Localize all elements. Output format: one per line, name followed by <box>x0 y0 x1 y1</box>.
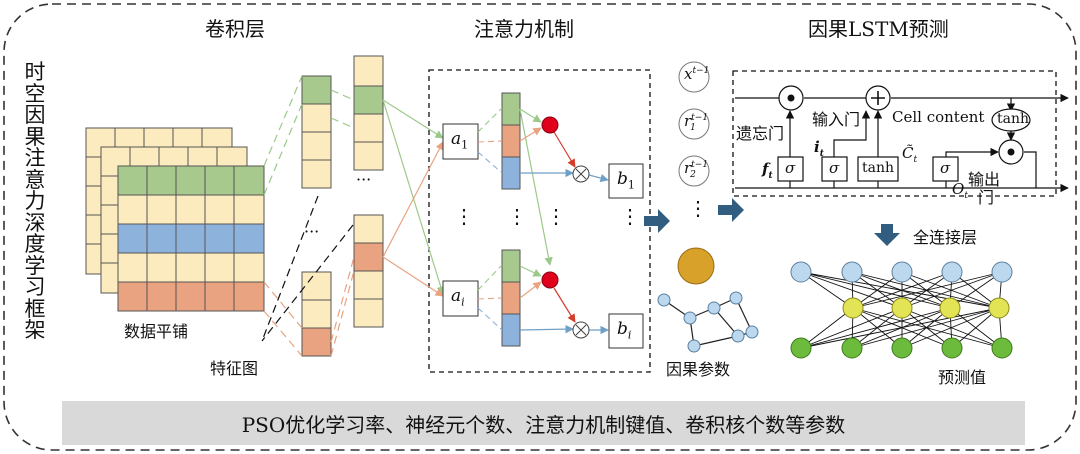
i-t-label: it <box>814 138 824 159</box>
attention-vector-top <box>501 92 521 190</box>
sigma-forget: σ <box>785 159 796 177</box>
red-node-top <box>541 116 559 134</box>
pso-banner: PSO优化学习率、神经元个数、注意力机制键值、卷积核个数等参数 <box>62 401 1025 445</box>
dense-input-layer <box>790 261 1013 283</box>
a-to-vector-links <box>477 107 503 331</box>
feature-to-attention-arrows <box>382 99 445 297</box>
conv-section-title: 卷积层 <box>205 17 265 41</box>
lstm-wiring <box>735 93 1069 193</box>
prediction-label: 预测值 <box>938 368 987 387</box>
bi-box <box>608 313 644 349</box>
a1-label: a1 <box>451 129 469 152</box>
dense-edges <box>800 271 1003 349</box>
tanh-box <box>857 156 899 182</box>
r2-node-label: rt−12 <box>684 159 709 180</box>
data-tiling-label: 数据平铺 <box>124 322 189 341</box>
x-node-label: xt−1 <box>684 65 710 83</box>
red-node-bottom <box>541 271 559 289</box>
c-t-label: C̃t <box>902 144 918 165</box>
block-arrow-2 <box>718 198 744 222</box>
dense-network <box>790 261 1013 359</box>
o-t-label: Ot <box>952 180 968 201</box>
gold-node <box>677 247 715 285</box>
sigma-forget-box <box>777 156 804 182</box>
attention-vdots-3: ⋮ <box>546 204 566 228</box>
feature-map-col-1 <box>301 75 332 357</box>
x-node <box>678 61 710 93</box>
forget-gate-label: 遗忘门 <box>736 124 785 143</box>
pso-banner-text: PSO优化学习率、神经元个数、注意力机制键值、卷积核个数等参数 <box>241 413 846 437</box>
attention-vector-bottom <box>501 249 521 347</box>
attention-vdots-4: ⋮ <box>620 204 640 228</box>
dense-hidden-layer <box>842 297 1010 319</box>
block-arrow-1 <box>644 209 670 233</box>
data-stack <box>85 127 265 312</box>
tanh-ellipse <box>991 108 1031 132</box>
block-arrow-down <box>874 224 900 246</box>
output-gate-label-2: 门 <box>978 188 995 207</box>
tanh-top-label: tanh <box>997 111 1030 127</box>
f-t-label: ft <box>762 160 773 181</box>
b1-box <box>608 163 644 199</box>
attention-flow <box>519 108 609 335</box>
r1-node <box>678 108 710 140</box>
r2-node <box>678 155 710 187</box>
sigma-output: σ <box>940 159 951 177</box>
cell-content-label: Cell content <box>892 108 985 126</box>
causal-vdots: ⋮ <box>688 196 708 220</box>
attention-section-title: 注意力机制 <box>474 17 574 41</box>
feature-map-label: 特征图 <box>210 359 259 378</box>
causal-params-label: 因果参数 <box>666 360 731 379</box>
sigma-input-box <box>821 156 848 182</box>
causal-graph <box>657 291 759 353</box>
tanh-box-label: tanh <box>862 160 895 176</box>
data-layer-front <box>117 165 265 312</box>
ai-label: ai <box>451 286 465 309</box>
bi-label: bi <box>617 319 632 342</box>
feature-map-col-2 <box>353 55 384 328</box>
attention-vdots-1: ⋮ <box>454 204 474 228</box>
conv-ellipsis-1: ··· <box>304 222 320 241</box>
conv-ellipsis-2: ··· <box>356 170 372 189</box>
r1-node-label: rt−11 <box>684 112 709 133</box>
sigma-input: σ <box>829 159 840 177</box>
sigma-output-box <box>932 156 959 182</box>
lstm-section-title: 因果LSTM预测 <box>808 17 949 41</box>
b1-label: b1 <box>617 169 635 192</box>
input-gate-label: 输入门 <box>812 110 861 129</box>
attention-vdots-2: ⋮ <box>507 204 527 228</box>
output-gate-label-1: 输出 <box>968 170 1001 189</box>
dense-layer-label: 全连接层 <box>913 228 978 247</box>
conv-connectors <box>261 75 355 357</box>
outer-frame <box>3 3 1077 451</box>
framework-title: 时空因果注意力深度学习框架 <box>24 60 46 342</box>
dense-output-layer <box>790 337 1013 359</box>
